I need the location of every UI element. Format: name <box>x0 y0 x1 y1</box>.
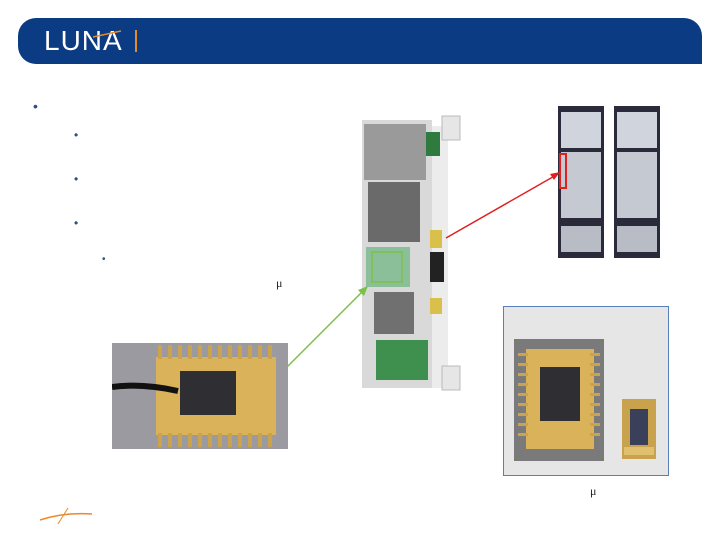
bullet-level3: • <box>102 254 106 265</box>
bullet-level2: • <box>74 172 79 186</box>
equipment-rack-photo <box>558 106 660 258</box>
small-package-photo <box>622 399 656 459</box>
line-card-photo <box>362 115 461 391</box>
green-pointer-arrow <box>285 286 368 369</box>
package-comparison-frame <box>503 306 669 476</box>
footer-swoosh-icon <box>39 507 93 525</box>
mu-symbol-caption: μ <box>590 484 597 498</box>
red-pointer-arrow <box>445 172 560 239</box>
logo-divider <box>134 30 137 52</box>
bullet-level2: • <box>74 216 79 230</box>
logo-text: LUNA <box>44 25 123 56</box>
luna-logo: LUNA <box>44 24 137 58</box>
bullet-level1: • <box>33 98 38 114</box>
optical-package-photo <box>112 343 288 449</box>
mu-symbol: μ <box>276 276 283 290</box>
package-size-comparison-photo <box>514 339 604 461</box>
bullet-level2: • <box>74 128 79 142</box>
header-bar: LUNA <box>18 18 702 64</box>
logo-swoosh-icon <box>92 30 121 38</box>
